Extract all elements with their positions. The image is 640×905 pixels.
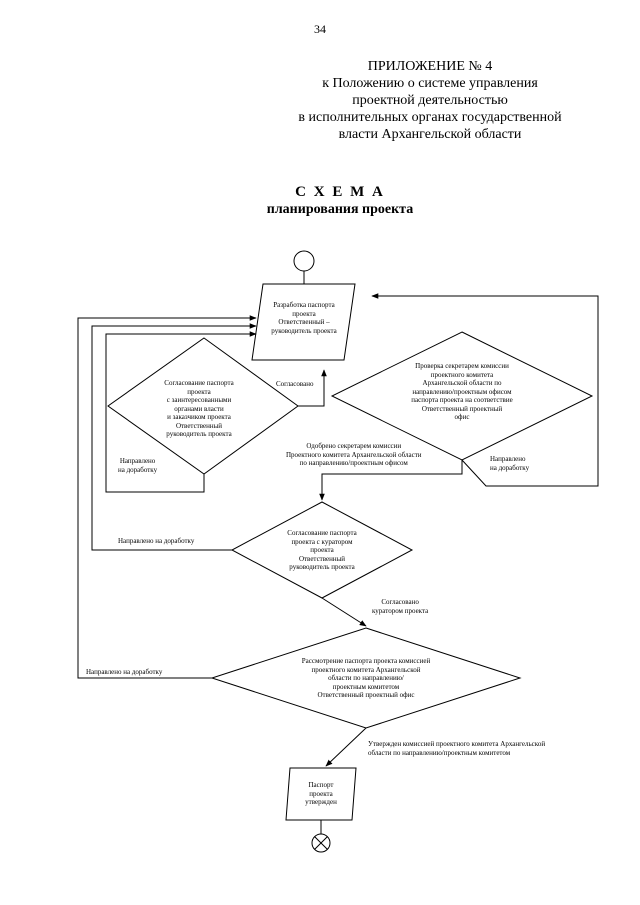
label-approved-secretary-line: Проектного комитета Архангельской област…: [286, 450, 422, 459]
curator-approval-line: руководитель проекта: [289, 563, 355, 571]
approval-stakeholders-line: Ответственный: [175, 421, 223, 430]
label-sent-back-left-line: на доработку: [118, 465, 158, 474]
label-sent-back-right: Направлено на доработку: [490, 455, 529, 472]
page-number: 34: [314, 22, 326, 36]
label-sent-back-right-line: Направлено: [490, 455, 526, 463]
appendix-header: ПРИЛОЖЕНИЕ № 4 к Положению о системе упр…: [280, 58, 580, 143]
appendix-line-2: к Положению о системе управления: [322, 76, 538, 91]
develop-line: Разработка паспорта: [273, 301, 335, 309]
appendix-line-1: ПРИЛОЖЕНИЕ № 4: [367, 59, 493, 74]
label-agreed-curator: Согласовано куратором проекта: [372, 598, 428, 615]
edge-sent-back-commission: [77, 315, 257, 679]
approval-stakeholders-line: Согласование паспорта: [164, 379, 234, 387]
curator-approval-line: Ответственный: [298, 554, 346, 563]
edge-agreed: [298, 369, 327, 407]
develop-line: проекта: [292, 309, 316, 318]
scheme-title-line-1: С Х Е М А: [295, 184, 385, 200]
approval-stakeholders-line: руководитель проекта: [166, 430, 232, 438]
edge-sent-back-left: [105, 331, 257, 493]
approval-stakeholders-line: и заказчиком проекта: [167, 413, 231, 421]
approved-node: [285, 767, 357, 821]
approval-stakeholders-node-text: Согласование паспорта проекта с заинтере…: [144, 379, 254, 439]
secretary-check-line: офис: [454, 413, 470, 421]
approved-line: Паспорт: [308, 781, 334, 789]
scheme-title: С Х Е М А планирования проекта: [200, 184, 480, 218]
label-sent-back-curator: Направлено на доработку: [118, 537, 195, 545]
edge-sent-back-right: [371, 293, 599, 487]
label-approved-commission: Утвержден комиссией проектного комитета …: [368, 740, 545, 757]
commission-review-line: области по направлению/: [328, 674, 404, 682]
edge-sent-back-curator: [91, 323, 257, 551]
approved-line: утвержден: [305, 798, 337, 806]
label-approved-secretary: Одобрено секретарем комиссии Проектного …: [286, 442, 422, 468]
commission-review-node-text: Рассмотрение паспорта проекта комиссией …: [286, 657, 446, 700]
appendix-line-5: власти Архангельской области: [338, 127, 522, 142]
label-approved-secretary-line: по направлению/проектным офисом: [299, 459, 408, 467]
commission-review-line: Рассмотрение паспорта проекта комиссией: [301, 657, 431, 665]
label-approved-secretary-line: Одобрено секретарем комиссии: [306, 442, 402, 450]
appendix-line-4: в исполнительных органах государственной: [298, 110, 562, 125]
edge-agreed-curator: [321, 597, 367, 627]
label-approved-commission-line: области по направлению/проектным комитет…: [368, 748, 511, 757]
secretary-check-line: паспорта проекта на соответствие: [411, 396, 513, 404]
start-node: [293, 250, 315, 272]
label-sent-back-left: Направлено на доработку: [118, 457, 157, 474]
label-agreed-curator-line: куратором проекта: [372, 606, 429, 615]
approved-line: проекта: [309, 789, 333, 798]
secretary-check-line: Ответственный проектный: [421, 404, 503, 413]
label-sent-back-left-line: Направлено: [119, 457, 156, 465]
approval-stakeholders-line: проекта: [187, 387, 211, 396]
label-agreed: Согласовано: [276, 380, 314, 388]
approval-stakeholders-line: с заинтересованными: [166, 396, 232, 404]
approval-stakeholders-line: органами власти: [174, 404, 224, 413]
secretary-check-node-text: Проверка секретарем комиссии проектного …: [392, 362, 532, 422]
scheme-title-line-2: планирования проекта: [266, 202, 414, 217]
commission-review-line: проектного комитета Архангельской: [311, 665, 421, 674]
label-sent-back-commission: Направлено на доработку: [86, 668, 163, 676]
secretary-check-line: направлению/проектным офисом: [412, 387, 512, 396]
secretary-check-line: проектного комитета: [430, 370, 494, 379]
curator-approval-line: проекта с куратором: [291, 537, 353, 546]
label-sent-back-right-line: на доработку: [490, 463, 530, 472]
curator-approval-node-text: Согласование паспорта проекта с кураторо…: [272, 529, 372, 572]
develop-line: руководитель проекта: [271, 326, 337, 335]
secretary-check-line: Архангельской области по: [422, 379, 502, 387]
commission-review-line: Ответственный проектный офис: [317, 691, 415, 699]
develop-line: Ответственный –: [278, 318, 330, 326]
curator-approval-line: проекта: [310, 546, 334, 554]
edge-approved-secretary: [319, 460, 463, 501]
label-agreed-curator-line: Согласовано: [381, 598, 419, 606]
curator-approval-line: Согласование паспорта: [287, 529, 357, 537]
label-approved-commission-line: Утвержден комиссией проектного комитета …: [368, 740, 546, 748]
secretary-check-line: Проверка секретарем комиссии: [415, 362, 509, 370]
develop-node-text: Разработка паспорта проекта Ответственны…: [262, 301, 346, 335]
approved-node-text: Паспорт проекта утвержден: [290, 781, 352, 807]
appendix-line-3: проектной деятельностью: [352, 93, 508, 108]
commission-review-line: проектным комитетом: [332, 682, 400, 691]
edge-approved-commission: [325, 727, 367, 767]
